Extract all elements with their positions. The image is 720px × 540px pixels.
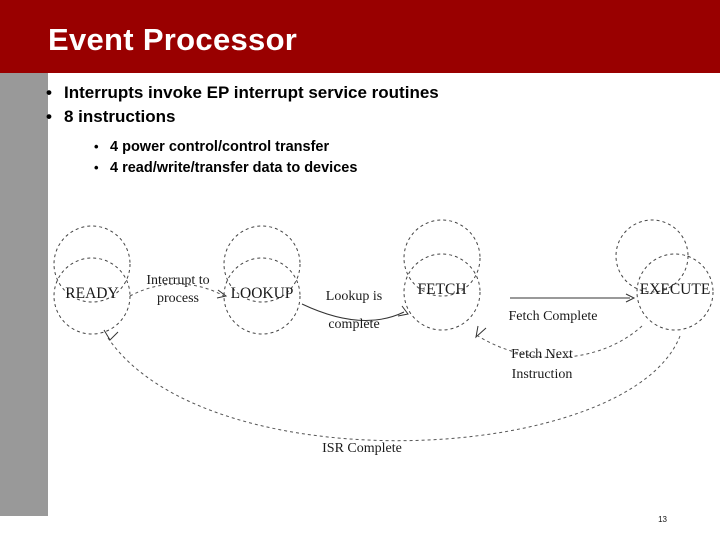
edge-label-lookup-line1: Lookup is xyxy=(326,289,382,304)
edge-label-interrupt-line2: process xyxy=(157,291,199,306)
bullet-item-1: • Interrupts invoke EP interrupt service… xyxy=(44,82,684,104)
bullet-text: 4 read/write/transfer data to devices xyxy=(110,160,358,176)
bottom-band xyxy=(0,516,720,540)
sub-bullet-item-1: • 4 power control/control transfer xyxy=(44,137,684,157)
ready-self-loop-icon xyxy=(53,225,131,303)
page-number: 13 xyxy=(658,515,667,524)
node-label-ready: READY xyxy=(65,285,118,302)
bullet-list: • Interrupts invoke EP interrupt service… xyxy=(44,82,684,179)
arrowhead-to-ready xyxy=(103,329,119,341)
fetch-self-loop-icon xyxy=(403,219,481,297)
bullet-marker: • xyxy=(94,139,99,154)
bullet-text: 8 instructions xyxy=(64,107,176,126)
bullet-marker: • xyxy=(94,160,99,175)
edge-label-interrupt-line1: Interrupt to xyxy=(146,273,209,288)
title-band xyxy=(0,0,720,73)
node-label-fetch: FETCH xyxy=(417,281,466,298)
node-label-execute: EXECUTE xyxy=(640,281,711,298)
arrowhead-to-lookup xyxy=(216,289,228,299)
node-label-lookup: LOOKUP xyxy=(231,285,294,302)
edge-label-fetch-complete: Fetch Complete xyxy=(508,309,597,324)
execute-state-circle xyxy=(636,253,714,331)
edge-label-lookup-line2: complete xyxy=(328,317,379,332)
state-machine-diagram: READY LOOKUP FETCH EXECUTE Interrupt to … xyxy=(30,196,720,496)
arrowhead-to-fetch xyxy=(397,305,409,317)
sub-bullet-list: • 4 power control/control transfer • 4 r… xyxy=(44,137,684,178)
bullet-item-2: • 8 instructions xyxy=(44,106,684,128)
edge-label-fetch-next-line2: Instruction xyxy=(512,367,573,382)
bullet-text: 4 power control/control transfer xyxy=(110,139,330,155)
arrowhead-to-fetch-back xyxy=(475,325,487,339)
edge-ready-to-lookup xyxy=(129,283,225,297)
fetch-state-circle xyxy=(403,253,481,331)
edge-label-isr-complete: ISR Complete xyxy=(322,441,402,456)
edge-lookup-to-fetch xyxy=(301,303,405,321)
bullet-text: Interrupts invoke EP interrupt service r… xyxy=(64,83,439,102)
edge-execute-to-fetch xyxy=(477,325,643,358)
execute-self-loop-icon xyxy=(615,219,689,293)
lookup-self-loop-icon xyxy=(223,225,301,303)
bullet-marker: • xyxy=(46,83,52,102)
edge-label-fetch-next-line1: Fetch Next xyxy=(511,347,573,362)
page-title: Event Processor xyxy=(48,22,298,57)
side-band xyxy=(0,73,48,516)
arrowhead-to-execute xyxy=(625,293,636,303)
lookup-state-circle xyxy=(223,257,301,335)
sub-bullet-item-2: • 4 read/write/transfer data to devices xyxy=(44,158,684,178)
bullet-marker: • xyxy=(46,107,52,126)
